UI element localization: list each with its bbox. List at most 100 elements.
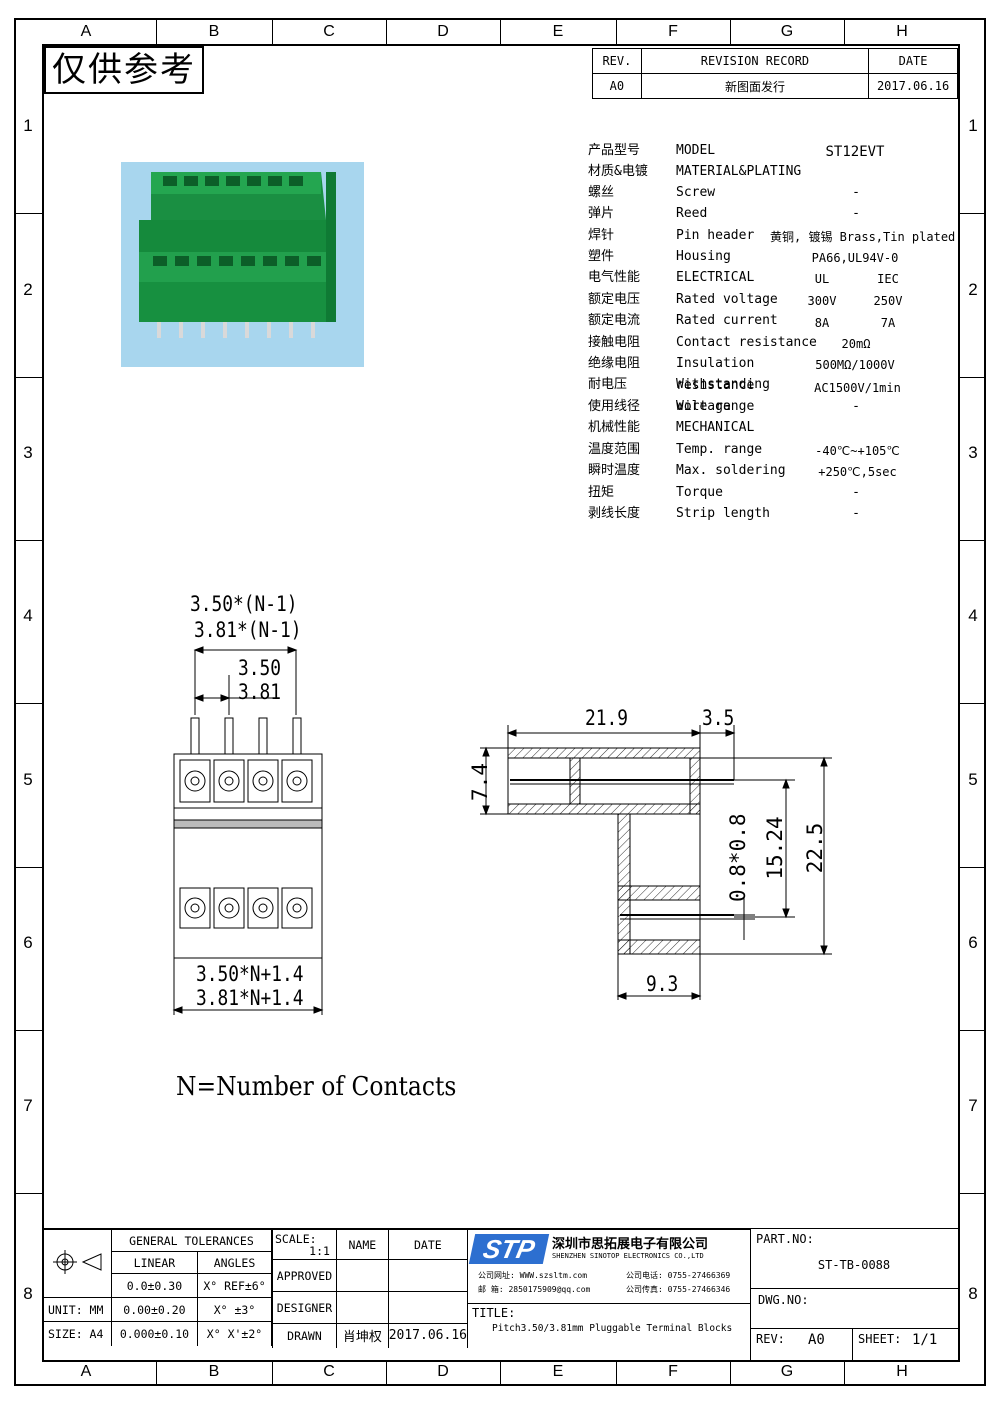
drawn-by: 肖坤权 (335, 1323, 389, 1348)
spec-label-en: MODEL (676, 143, 716, 158)
date-header: DATE (868, 48, 958, 74)
col-label-c: C (323, 1363, 335, 1380)
row-label-2: 2 (968, 280, 978, 299)
spec-value: - (852, 185, 860, 200)
spec-value: 500MΩ/1000V (815, 358, 895, 372)
col-label-h: H (896, 1363, 908, 1380)
company-name-cn: 深圳市思拓展电子有限公司 (552, 1237, 709, 1252)
spec-label-en: Withstanding voltage (676, 377, 770, 414)
drawn-date: 2017.06.16 (387, 1323, 469, 1348)
linear-label: LINEAR (110, 1251, 199, 1274)
size-label: SIZE: A4 (44, 1321, 112, 1346)
col-label-a: A (80, 1363, 92, 1380)
spec-label-cn: 塑件 (588, 249, 615, 264)
spec-value-iec: 250V (873, 294, 903, 308)
scale-value: 1:1 (309, 1243, 330, 1258)
col-label-b: B (208, 1363, 220, 1380)
designer-label: DESIGNER (272, 1291, 337, 1324)
spec-value: +250℃,5sec (818, 465, 897, 479)
spec-value-iec: 7A (880, 316, 896, 330)
col-label-f: F (668, 1363, 678, 1380)
col-label-c: C (323, 23, 335, 40)
spec-label-cn: 螺丝 (588, 185, 615, 200)
company-name-en: SHENZHEN SINOTOP ELECTRONICS CO.,LTD (552, 1252, 704, 1260)
spec-label-en: Insulation resistance (676, 356, 755, 393)
spec-label-en: Rated current (676, 313, 778, 328)
spec-value-ul: 8A (814, 316, 830, 330)
revision-date: 2017.06.16 (868, 73, 958, 99)
spec-value: 黄铜, 镀锡 Brass,Tin plated (770, 230, 956, 244)
spec-value-ul: 300V (807, 294, 837, 308)
col-label-d: D (437, 1363, 449, 1380)
spec-label-en: MECHANICAL (676, 420, 755, 435)
spec-label-cn: 额定电流 (588, 313, 641, 328)
reference-only-stamp: 仅供参考 (44, 46, 204, 94)
row-label-8: 8 (23, 1284, 33, 1303)
rev-value: A0 (808, 1332, 825, 1348)
company-email: 邮 箱: 2850175909@qq.com (478, 1285, 591, 1294)
front-view-drawing (172, 646, 324, 1015)
linear-tolerance-3: 0.000±0.10 (110, 1321, 199, 1346)
sheet-label: SHEET: (858, 1332, 902, 1346)
spec-label-cn: 电气性能 (588, 270, 641, 285)
row-label-1: 1 (23, 116, 33, 135)
spec-label-cn: 额定电压 (588, 292, 641, 307)
projection-icon (53, 1250, 102, 1274)
spec-value-ul: UL (814, 272, 830, 286)
angle-tolerance-1: X° REF±6° (197, 1273, 272, 1298)
dim-plug-length: 21.9 (585, 706, 628, 730)
spec-label-en: Torque (676, 485, 723, 500)
side-view-drawing (480, 725, 832, 1000)
spec-label-en: Rated voltage (676, 292, 778, 307)
row-label-5: 5 (23, 770, 33, 789)
spec-label-cn: 耐电压 (588, 377, 628, 392)
dim-pin-offset: 3.5 (702, 706, 735, 730)
spec-label-en: ELECTRICAL (676, 270, 755, 285)
scale-cell: SCALE: 1:1 (272, 1229, 337, 1260)
spec-label-en: MATERIAL&PLATING (676, 164, 802, 179)
spec-value: - (852, 206, 860, 221)
spec-value: 20mΩ (841, 337, 871, 351)
row-label-1: 1 (968, 116, 978, 135)
rev-label: REV: (756, 1332, 785, 1346)
general-tolerances-label: GENERAL TOLERANCES (110, 1229, 273, 1252)
drawn-label: DRAWN (272, 1323, 337, 1348)
spec-label-cn: 瞬时温度 (588, 463, 641, 478)
projection-symbol (44, 1229, 112, 1298)
spec-label-en: Contact resistance (676, 335, 817, 350)
row-label-5: 5 (968, 770, 978, 789)
dim-pitch-total-b: 3.81*(N-1) (194, 618, 302, 642)
company-phone: 公司电话: 0755-27466369 (626, 1271, 731, 1280)
spec-value: -40℃~+105℃ (815, 444, 900, 458)
title-label: TITLE: (472, 1306, 516, 1320)
row-label-6: 6 (968, 933, 978, 952)
dim-pitch-b: 3.81 (238, 680, 281, 704)
spec-label-en: Wire range (676, 399, 755, 414)
name-header: NAME (335, 1229, 389, 1260)
sheet-value: 1/1 (912, 1332, 938, 1348)
drawing-title: Pitch3.50/3.81mm Pluggable Terminal Bloc… (492, 1323, 733, 1334)
dim-pitch-a: 3.50 (238, 656, 281, 680)
spec-label-cn: 材质&电镀 (588, 164, 648, 179)
spec-label-en: Strip length (676, 506, 770, 521)
product-photo (121, 162, 364, 367)
spec-label-cn: 扭矩 (588, 485, 615, 500)
part-no-value: ST-TB-0088 (817, 1258, 891, 1272)
col-label-g: G (780, 23, 794, 40)
company-box (468, 1229, 750, 1304)
col-label-d: D (437, 23, 449, 40)
spec-label-en: Housing (676, 249, 731, 264)
spec-label-en: Reed (676, 206, 708, 221)
spec-label-en: Max. soldering (676, 463, 786, 478)
col-label-a: A (80, 23, 92, 40)
spec-value: - (852, 485, 860, 500)
spec-label-cn: 机械性能 (588, 420, 641, 435)
spec-label-en: Temp. range (676, 442, 763, 457)
revision-description: 新图面发行 (640, 73, 870, 99)
row-label-7: 7 (23, 1096, 33, 1115)
row-label-4: 4 (968, 606, 978, 625)
row-label-4: 4 (23, 606, 33, 625)
angle-tolerance-3: X° X'±2° (197, 1321, 272, 1346)
date-header: DATE (387, 1229, 469, 1260)
company-website: 公司网址: WWW.szsltm.com (478, 1271, 588, 1280)
